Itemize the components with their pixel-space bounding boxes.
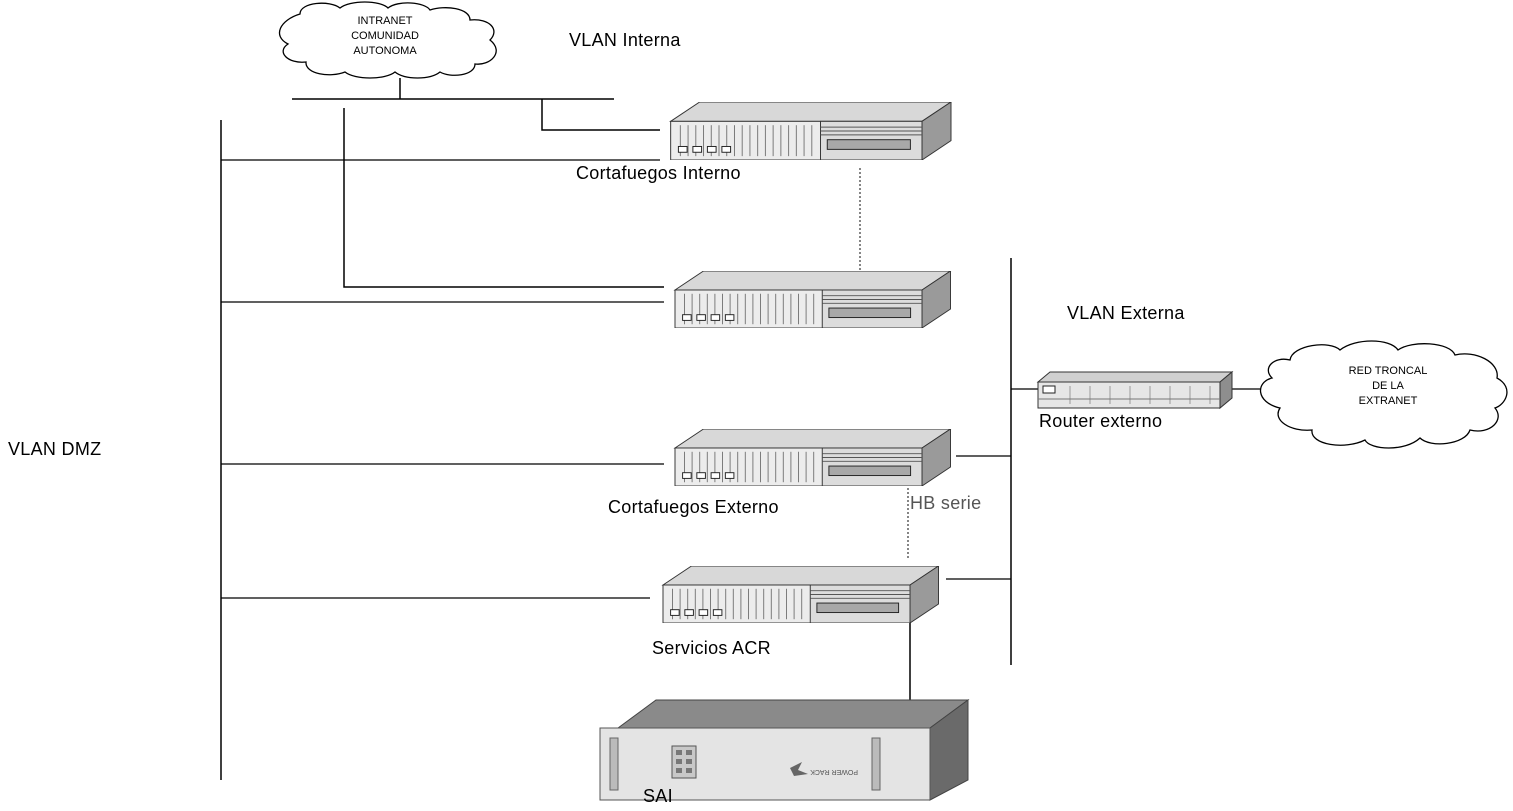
router-externo-device <box>1036 370 1234 410</box>
intranet-cloud-label: INTRANET COMUNIDAD AUTONOMA <box>335 14 435 59</box>
extranet-cloud-label: RED TRONCAL DE LA EXTRANET <box>1318 364 1458 409</box>
router-externo-label: Router externo <box>1039 411 1163 431</box>
cortafuegos-externo-label: Cortafuegos Externo <box>608 497 779 517</box>
vlan-interna-label: VLAN Interna <box>569 30 681 50</box>
cortafuegos-interno-label: Cortafuegos Interno <box>576 163 741 183</box>
extranet-cloud <box>1259 340 1508 449</box>
intranet-line: INTRANET <box>357 15 413 27</box>
hb-serie-label: HB serie <box>910 493 982 513</box>
servicios-acr-device <box>662 566 939 623</box>
extranet-line: DE LA <box>1372 380 1404 392</box>
intranet-cloud <box>278 1 497 79</box>
fw-secondary-device <box>674 271 951 328</box>
servicios-acr-label: Servicios ACR <box>652 638 771 658</box>
intranet-line: AUTONOMA <box>353 45 417 57</box>
vlan-externa-label: VLAN Externa <box>1067 303 1185 323</box>
sai-panel-text: POWER RACK <box>810 768 858 775</box>
extranet-line: EXTRANET <box>1358 395 1418 407</box>
sai-device: POWER RACK <box>599 699 970 801</box>
intranet-line: COMUNIDAD <box>351 30 419 42</box>
cortafuegos-interno-device <box>670 102 952 160</box>
extranet-line: RED TRONCAL <box>1348 365 1428 377</box>
cortafuegos-externo-device <box>674 429 951 486</box>
vlan-dmz-label: VLAN DMZ <box>8 439 102 459</box>
sai-label: SAI <box>643 786 673 806</box>
